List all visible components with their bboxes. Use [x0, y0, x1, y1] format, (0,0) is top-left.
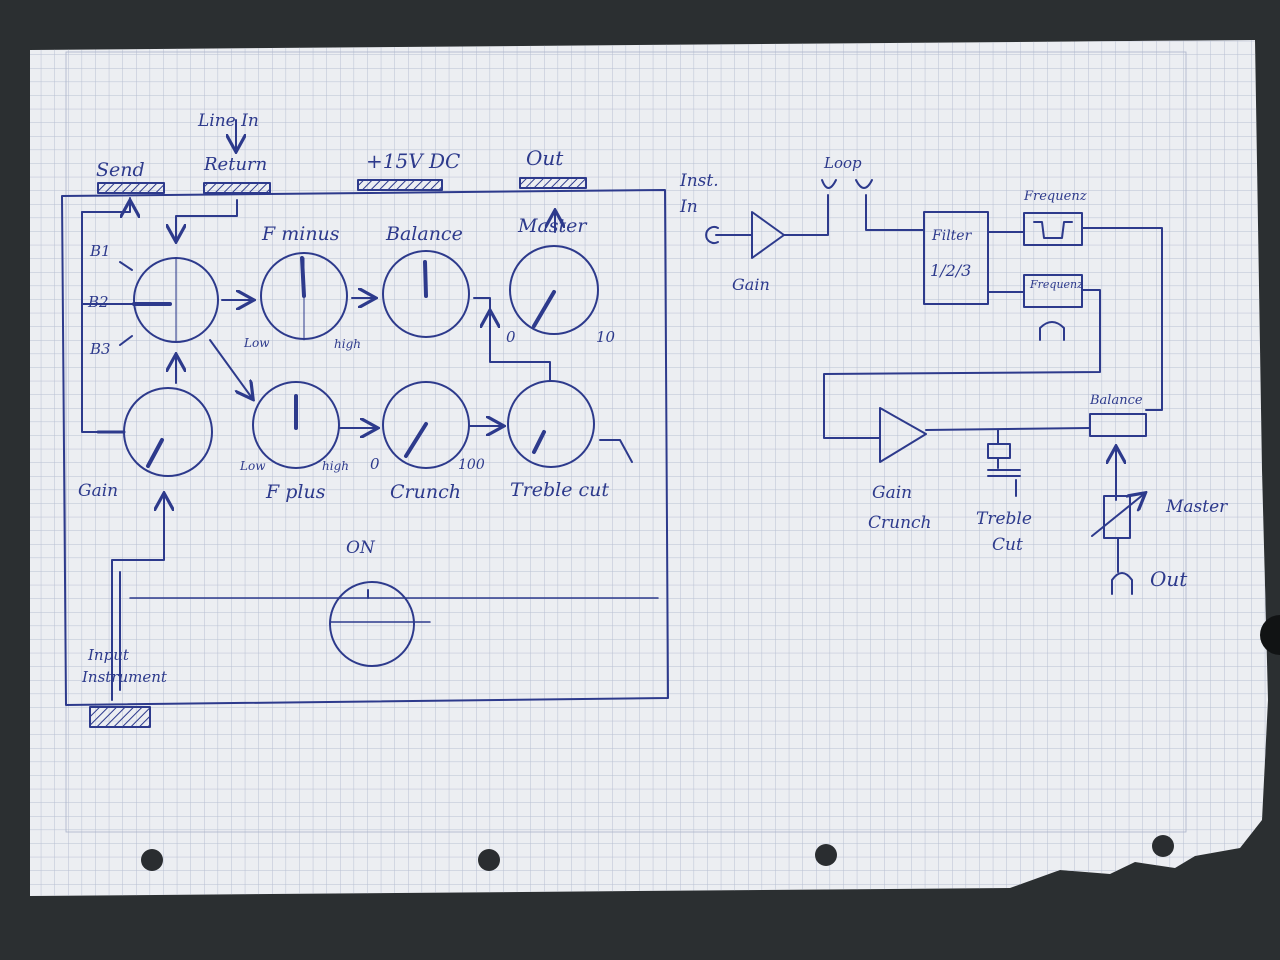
bass-channel-1: B1	[89, 242, 111, 260]
gain-label: Gain	[78, 481, 118, 501]
f-minus-high: high	[334, 337, 361, 351]
power-label: +15V DC	[366, 149, 460, 173]
schematic-labels: Inst. In Loop Gain Filter 1/2/3 Frequenz…	[679, 154, 1228, 591]
balance-pot	[1089, 413, 1147, 437]
balance-label: Balance	[385, 223, 463, 245]
gain-crunch-label-2: Crunch	[868, 513, 932, 533]
crunch-max: 100	[458, 457, 485, 473]
inst-in-label-1: Inst.	[679, 171, 719, 191]
treble-cut-knob	[507, 380, 595, 468]
bass-channel-2: B2	[87, 293, 109, 311]
power-jack	[357, 179, 443, 191]
freq-bottom-label: Frequenz	[1029, 278, 1083, 291]
f-plus-low: Low	[239, 459, 266, 473]
instrument-label: Instrument	[81, 668, 168, 686]
f-plus-knob	[252, 381, 340, 469]
f-minus-label: F minus	[261, 223, 340, 245]
loop-send-jack	[821, 179, 837, 189]
filter-label: Filter	[931, 228, 973, 244]
gain-amp	[751, 211, 785, 259]
punch-hole	[141, 849, 163, 871]
treble-cut-label-1: Treble	[976, 509, 1032, 529]
send-jack	[97, 182, 165, 194]
master-pot-label: Master	[1165, 497, 1228, 517]
master-max: 10	[596, 328, 616, 346]
balance-knob	[382, 250, 470, 338]
input-jack	[89, 706, 151, 728]
switch-label: ON	[346, 538, 376, 558]
loop-label: Loop	[823, 154, 862, 172]
punch-hole-edge	[1260, 615, 1280, 655]
signal-schematic	[705, 179, 1163, 595]
freq-top-label: Frequenz	[1023, 189, 1087, 204]
input-label: Input	[87, 646, 130, 664]
treble-cut-label: Treble cut	[510, 479, 609, 501]
bass-channel-3: B3	[89, 340, 111, 358]
gain-crunch-label-1: Gain	[872, 483, 912, 503]
paper-sheet	[30, 40, 1268, 896]
treble-cut-label-2: Cut	[992, 535, 1023, 555]
out-jack	[519, 177, 587, 189]
filter-positions: 1/2/3	[930, 261, 971, 280]
crunch-label: Crunch	[390, 481, 461, 503]
crunch-knob	[382, 381, 470, 469]
punch-hole	[478, 849, 500, 871]
return-jack	[203, 182, 271, 194]
pedal-enclosure	[61, 189, 669, 706]
crunch-min: 0	[370, 455, 380, 473]
line-in-label: Line In	[197, 111, 259, 131]
crunch-amp	[879, 407, 927, 463]
schematic-out-label: Out	[1150, 567, 1188, 591]
pedal-labels: Line In Send Return +15V DC Out B1 B2 B3…	[78, 111, 616, 686]
schematic-gain-label: Gain	[732, 275, 770, 294]
f-minus-low: Low	[243, 336, 270, 350]
inst-in-jack	[705, 226, 719, 244]
out-jack-symbol	[1111, 572, 1133, 595]
footswitch	[329, 581, 415, 667]
f-plus-label: F plus	[265, 481, 326, 503]
inst-in-label-2: In	[679, 197, 698, 217]
return-label: Return	[203, 154, 267, 175]
loop-return-jack	[855, 179, 873, 189]
master-label: Master	[517, 215, 588, 237]
punch-hole	[1152, 835, 1174, 857]
punch-hole	[815, 844, 837, 866]
out-label: Out	[526, 146, 564, 170]
master-min: 0	[506, 328, 516, 346]
f-plus-high: high	[322, 459, 349, 473]
pedal-sketch	[61, 119, 669, 728]
balance-pot-label: Balance	[1089, 393, 1143, 408]
filter-switch-box	[923, 211, 989, 305]
send-label: Send	[96, 159, 145, 181]
master-knob	[509, 245, 599, 335]
